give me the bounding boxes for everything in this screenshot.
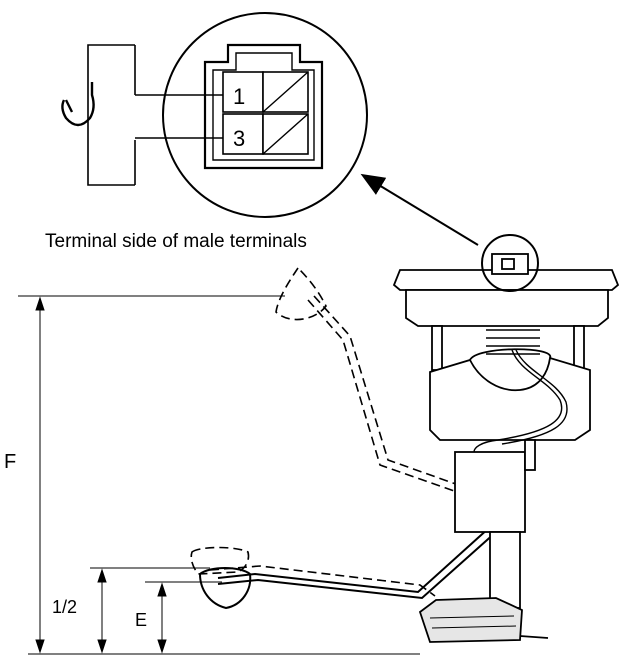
strainer-mesh <box>429 615 517 629</box>
connector-housing-outer <box>203 43 324 170</box>
float-full-icon <box>275 266 327 321</box>
reservoir-top <box>469 348 551 361</box>
reservoir-housing <box>429 356 591 441</box>
wire-harness-2 <box>501 349 568 445</box>
pin-cell-3 <box>222 113 264 155</box>
float-arm-half <box>190 546 436 597</box>
dim-e-arrow-bottom <box>157 639 167 654</box>
dim-label-half: 1/2 <box>52 597 77 617</box>
pin-cell-1 <box>222 71 264 113</box>
dim-label-e: E <box>135 610 147 630</box>
spring-icon <box>486 329 540 355</box>
float-empty-icon <box>198 567 252 610</box>
pin-label-1: 1 <box>233 84 245 109</box>
dim-e-arrow-top <box>157 582 167 597</box>
wire-harness <box>473 349 563 453</box>
sender-unit <box>392 234 620 643</box>
top-connector-pin <box>501 258 515 270</box>
connector-zoom-circle: 1 3 <box>162 12 368 218</box>
dimension-lines <box>18 295 420 655</box>
pin-label-3: 3 <box>233 126 245 151</box>
dim-f-arrow-bottom <box>35 639 45 654</box>
dim-f-arrow-top <box>35 296 45 311</box>
top-connector <box>491 253 529 275</box>
strainer <box>418 597 523 643</box>
sender-housing <box>454 451 526 533</box>
flange-top <box>392 269 620 291</box>
sender-tab <box>524 439 536 471</box>
pickup-tube <box>489 531 521 609</box>
dim-half-arrow-bottom <box>97 639 107 654</box>
pin-cell-empty-bottom-hatch <box>262 113 309 155</box>
caption-text: Terminal side of male terminals <box>45 231 307 252</box>
detail-circle <box>481 234 539 292</box>
flange-body <box>405 289 609 327</box>
leg-right <box>573 325 585 371</box>
connector-housing-inner <box>212 52 315 161</box>
strainer-tab <box>519 635 549 639</box>
variable-resistor-symbol <box>61 44 136 186</box>
u-symbol-tip <box>64 99 74 113</box>
arrow-icon <box>360 173 479 246</box>
leg-left <box>431 325 443 371</box>
u-symbol-icon <box>61 82 95 127</box>
float-arm-half-line <box>209 565 436 597</box>
symbol-bracket-outline <box>87 44 135 186</box>
float-half-icon <box>190 546 250 575</box>
pin-cell-empty-top-hatch <box>262 71 309 113</box>
dim-half-arrow-top <box>97 568 107 583</box>
dim-label-f: F <box>4 451 16 473</box>
